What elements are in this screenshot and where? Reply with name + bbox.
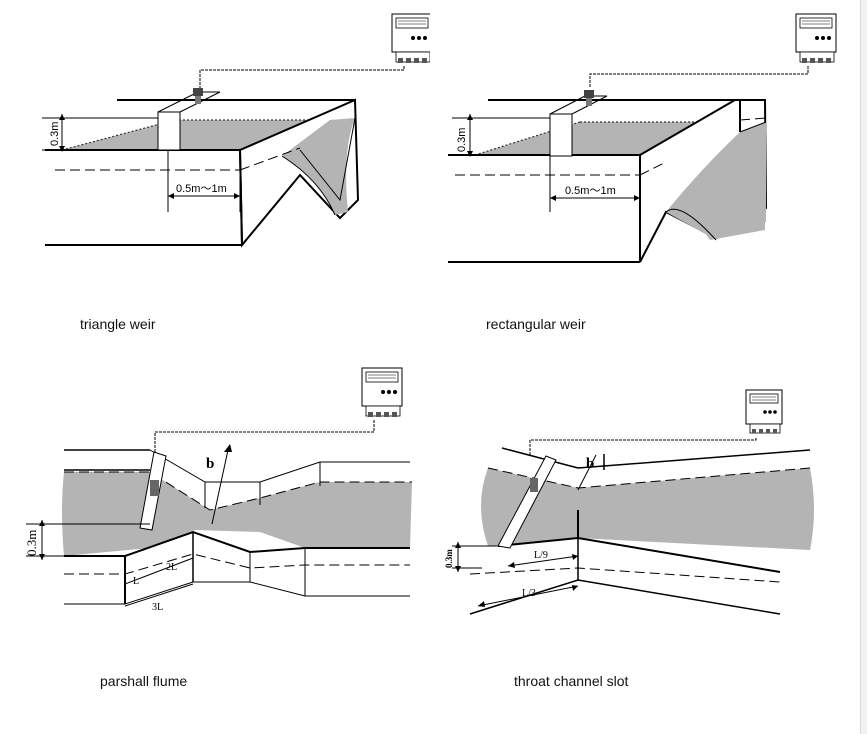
triangle-weir-panel: 0.3m 0.5m～1m [0, 0, 430, 300]
parshall-flume-diagram: b 0.3m L 2L 3L [24, 367, 412, 613]
nappe-flow [282, 118, 355, 215]
height-label: 0.3m [49, 122, 61, 146]
ultrasonic-sensor-icon [584, 90, 594, 106]
sensor-mount [157, 111, 181, 151]
l-label: L [133, 576, 139, 587]
parshall-flume-caption: parshall flume [100, 673, 188, 689]
two-l-label: 2L [166, 562, 177, 573]
sensor-cable [154, 420, 375, 452]
ultrasonic-sensor-icon [150, 480, 159, 496]
sensor-cable [199, 66, 405, 90]
nappe-flow [666, 122, 766, 240]
height-label: 0.3m [444, 549, 454, 568]
triangle-weir-diagram: 0.3m 0.5m～1m [42, 13, 430, 248]
flow-meter-transmitter-icon [391, 13, 430, 63]
water-body [481, 468, 814, 550]
flow-meter-transmitter-icon [745, 389, 783, 434]
sensor-cable [529, 438, 757, 455]
l3-label: L/3 [522, 588, 536, 599]
throat-channel-panel: b 0.3m L/9 L/3 [430, 360, 860, 640]
triangle-weir-caption: triangle weir [80, 316, 156, 332]
ultrasonic-sensor-icon [530, 478, 538, 492]
distance-label: 0.5m～1m [176, 183, 227, 195]
flow-meter-transmitter-icon [361, 367, 403, 417]
width-label: b [586, 456, 594, 472]
water-body [62, 472, 412, 556]
throat-channel-diagram: b 0.3m L/9 L/3 [444, 389, 814, 615]
height-label: 0.3m [456, 128, 468, 152]
rectangular-weir-diagram: 0.3m 0.5m～1m [448, 13, 837, 263]
flow-meter-transmitter-icon [795, 13, 837, 63]
distance-label: 0.5m～1m [565, 185, 616, 197]
sensor-mount [549, 113, 573, 157]
three-l-label: 3L [152, 602, 163, 613]
l9-label: L/9 [534, 550, 548, 561]
rectangular-weir-caption: rectangular weir [486, 316, 586, 332]
ultrasonic-sensor-icon [193, 88, 203, 104]
sensor-cable [589, 66, 809, 88]
parshall-flume-panel: b 0.3m L 2L 3L [0, 360, 430, 640]
throat-channel-caption: throat channel slot [514, 673, 629, 689]
rectangular-weir-panel: 0.3m 0.5m～1m [430, 0, 860, 300]
width-label: b [206, 456, 214, 472]
scrollbar[interactable] [860, 0, 867, 734]
height-label: 0.3m [24, 530, 39, 556]
